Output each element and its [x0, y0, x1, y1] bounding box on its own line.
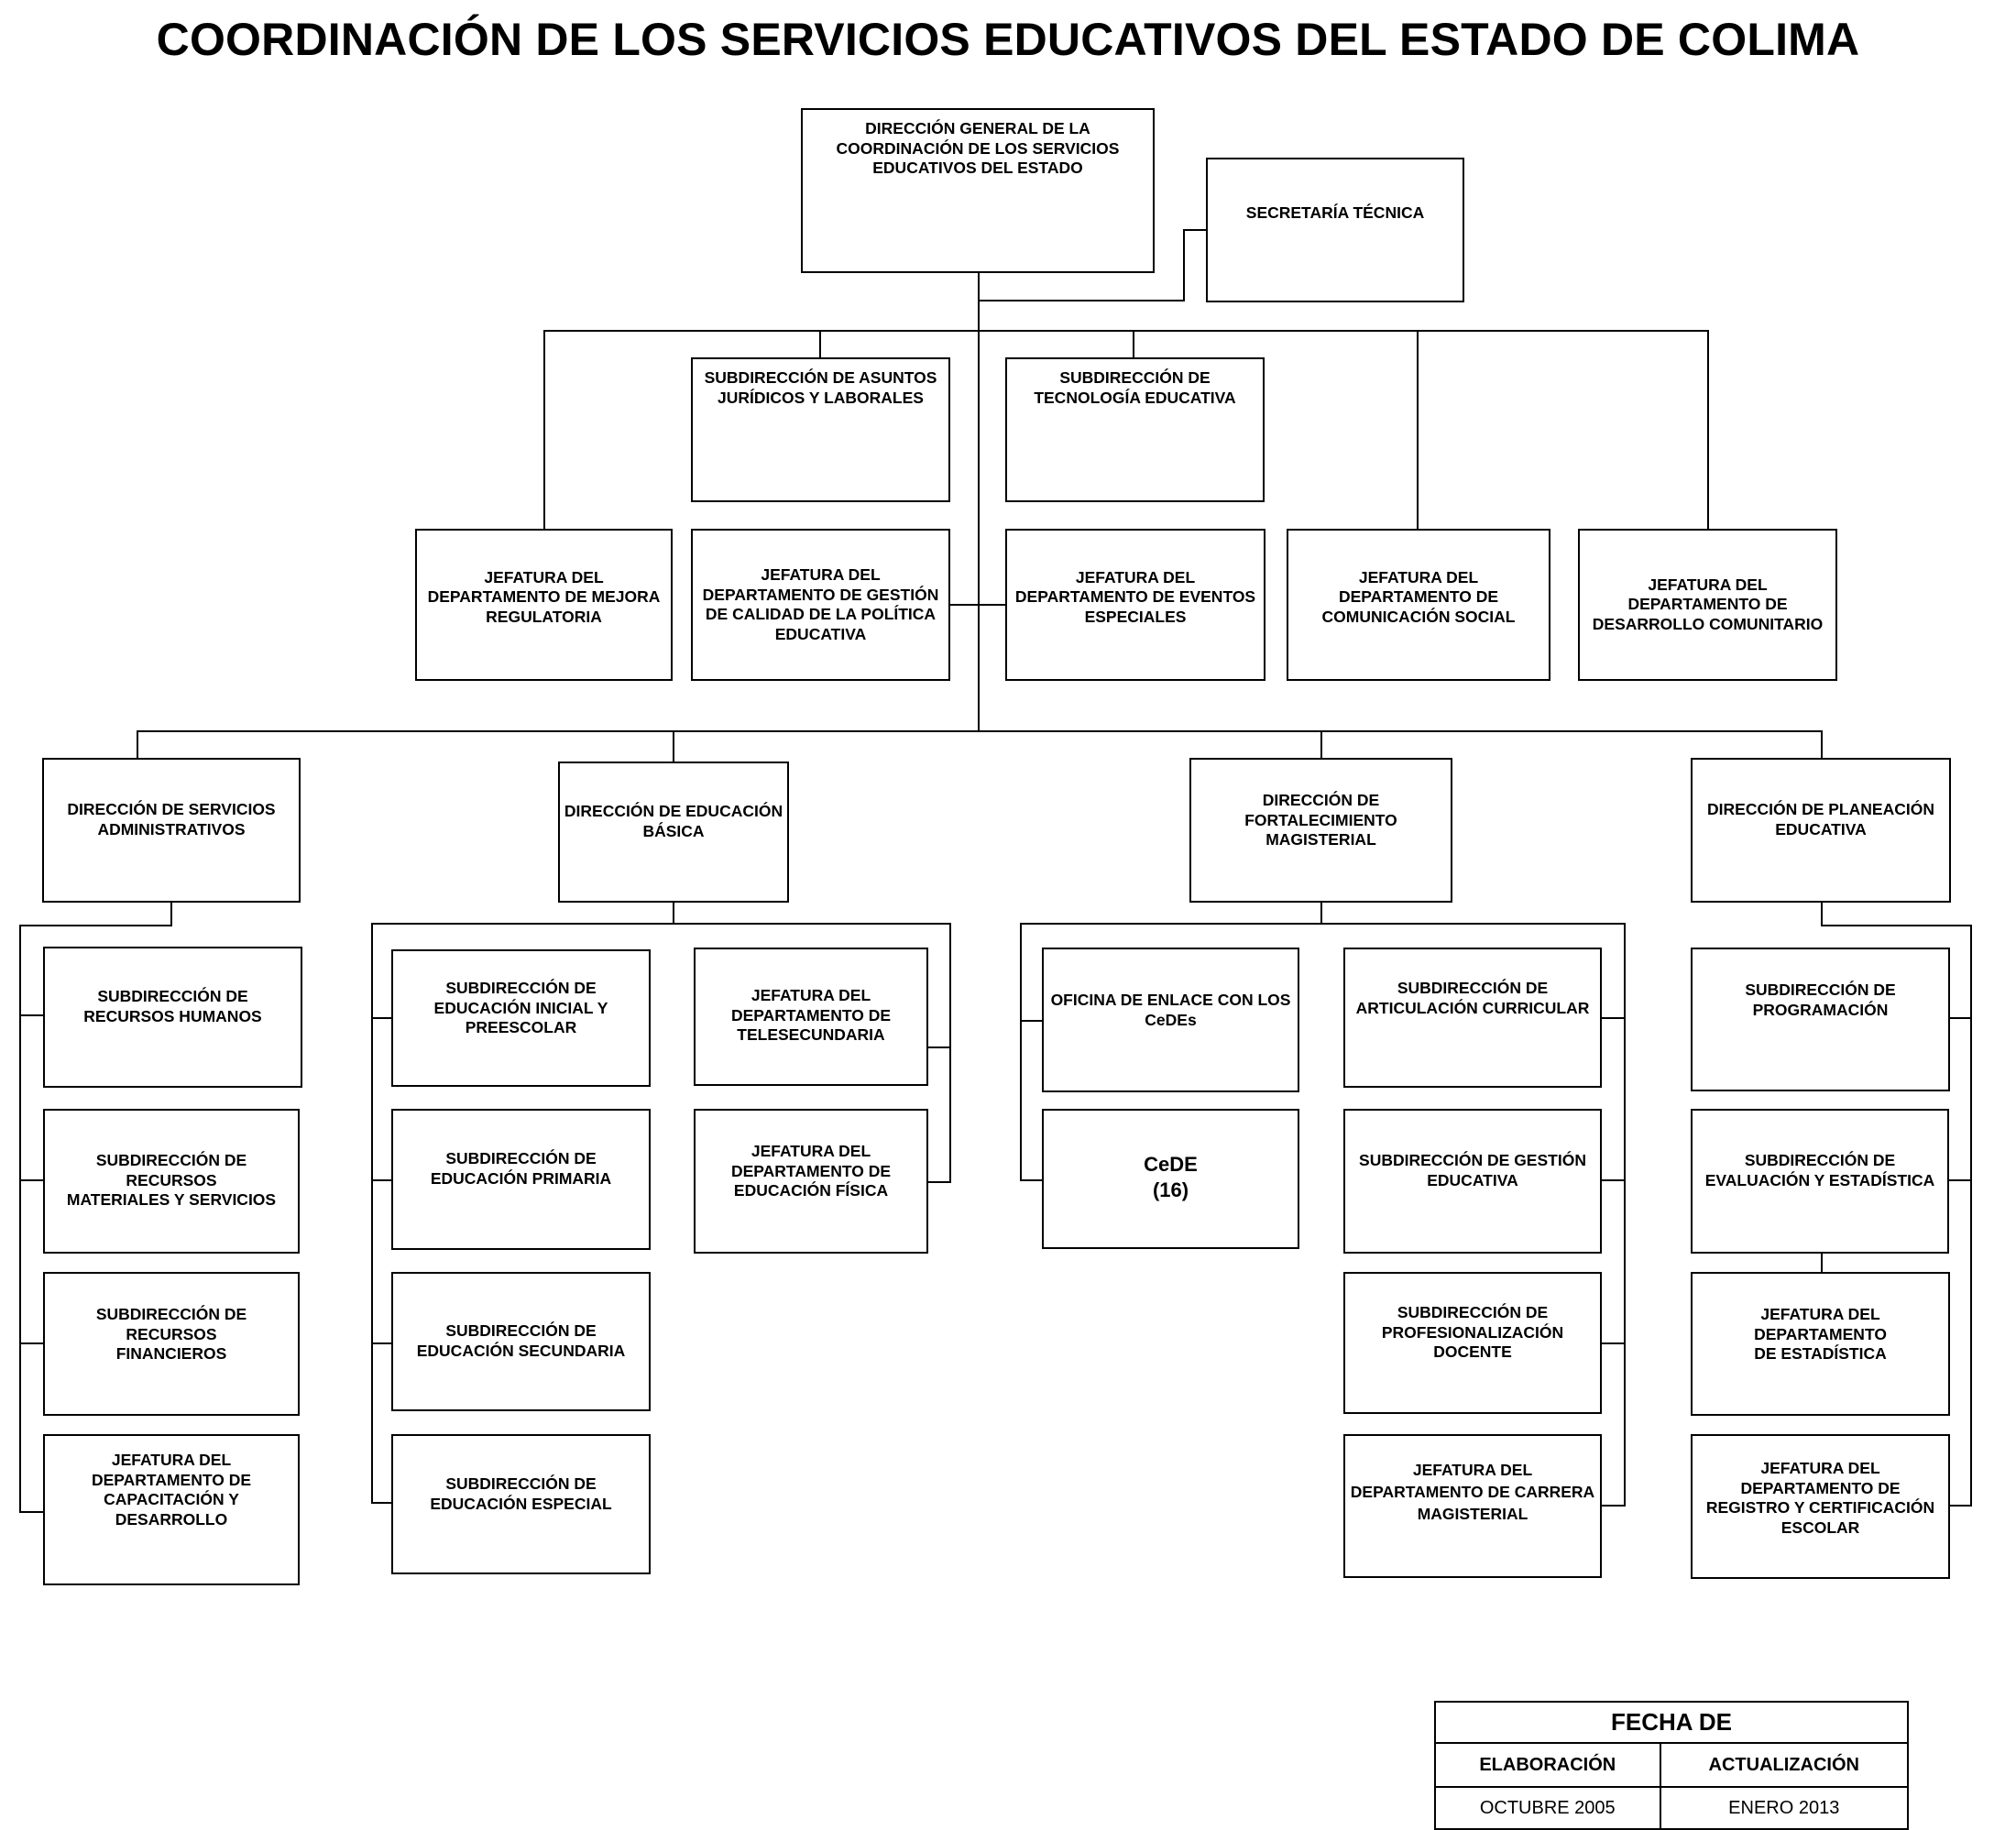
- node-direccion-fortalecimiento-magisterial-label: DIRECCIÓN DE FORTALECIMIENTO MAGISTERIAL: [1244, 791, 1397, 849]
- node-direccion-educacion-basica: DIRECCIÓN DE EDUCACIÓN BÁSICA: [558, 762, 789, 903]
- date-table-val-elaboracion: OCTUBRE 2005: [1434, 1786, 1661, 1830]
- node-subdireccion-recursos-financieros: SUBDIRECCIÓN DE RECURSOS FINANCIEROS: [43, 1272, 300, 1416]
- node-cede-label: CeDE (16): [1144, 1153, 1198, 1201]
- node-subdireccion-tecnologia-label: SUBDIRECCIÓN DE TECNOLOGÍA EDUCATIVA: [1034, 368, 1236, 407]
- date-table-col-actualizacion: ACTUALIZACIÓN: [1659, 1742, 1910, 1788]
- node-subdireccion-educacion-primaria-label: SUBDIRECCIÓN DE EDUCACIÓN PRIMARIA: [430, 1149, 612, 1188]
- node-subdireccion-educacion-especial-label: SUBDIRECCIÓN DE EDUCACIÓN ESPECIAL: [430, 1474, 612, 1513]
- node-subdireccion-educacion-secundaria: SUBDIRECCIÓN DE EDUCACIÓN SECUNDARIA: [391, 1272, 651, 1411]
- node-subdireccion-recursos-humanos: SUBDIRECCIÓN DE RECURSOS HUMANOS: [43, 947, 302, 1088]
- node-secretaria-tecnica: SECRETARÍA TÉCNICA: [1206, 158, 1464, 302]
- node-jefatura-estadistica-label: JEFATURA DEL DEPARTAMENTO DE ESTADÍSTICA: [1754, 1305, 1887, 1363]
- node-direccion-fortalecimiento-magisterial: DIRECCIÓN DE FORTALECIMIENTO MAGISTERIAL: [1189, 758, 1452, 903]
- node-jefatura-eventos-especiales-label: JEFATURA DEL DEPARTAMENTO DE EVENTOS ESP…: [1014, 567, 1256, 626]
- page-title: COORDINACIÓN DE LOS SERVICIOS EDUCATIVOS…: [156, 14, 1860, 65]
- node-direccion-planeacion-educativa-label: DIRECCIÓN DE PLANEACIÓN EDUCATIVA: [1707, 800, 1934, 838]
- node-subdireccion-juridicos: SUBDIRECCIÓN DE ASUNTOS JURÍDICOS Y LABO…: [691, 357, 950, 502]
- node-jefatura-telesecundaria-label: JEFATURA DEL DEPARTAMENTO DE TELESECUNDA…: [730, 986, 892, 1044]
- node-subdireccion-evaluacion-estadistica-label: SUBDIRECCIÓN DE EVALUACIÓN Y ESTADÍSTICA: [1704, 1151, 1935, 1189]
- date-table: FECHA DE ELABORACIÓN ACTUALIZACIÓN OCTUB…: [1434, 1701, 1910, 1830]
- date-table-val-actualizacion: ENERO 2013: [1659, 1786, 1910, 1830]
- node-jefatura-desarrollo-comunitario-label: JEFATURA DEL DEPARTAMENTO DE DESARROLLO …: [1592, 575, 1824, 633]
- node-direccion-planeacion-educativa: DIRECCIÓN DE PLANEACIÓN EDUCATIVA: [1691, 758, 1951, 903]
- node-oficina-enlace-cedes-label: OFICINA DE ENLACE CON LOS CeDEs: [1050, 991, 1291, 1029]
- date-table-col-elaboracion: ELABORACIÓN: [1434, 1742, 1661, 1788]
- node-jefatura-carrera-magisterial-label: JEFATURA DEL DEPARTAMENTO DE CARRERA MAG…: [1350, 1461, 1595, 1523]
- node-direccion-servicios-administrativos: DIRECCIÓN DE SERVICIOS ADMINISTRATIVOS: [42, 758, 301, 903]
- node-subdireccion-recursos-financieros-label: SUBDIRECCIÓN DE RECURSOS FINANCIEROS: [95, 1305, 247, 1363]
- node-jefatura-comunicacion-social-label: JEFATURA DEL DEPARTAMENTO DE COMUNICACIÓ…: [1321, 567, 1516, 626]
- node-subdireccion-profesionalizacion-docente: SUBDIRECCIÓN DE PROFESIONALIZACIÓN DOCEN…: [1343, 1272, 1602, 1414]
- node-cede: CeDE (16): [1042, 1109, 1299, 1249]
- node-subdireccion-articulacion-curricular: SUBDIRECCIÓN DE ARTICULACIÓN CURRICULAR: [1343, 948, 1602, 1088]
- node-subdireccion-evaluacion-estadistica: SUBDIRECCIÓN DE EVALUACIÓN Y ESTADÍSTICA: [1691, 1109, 1949, 1254]
- node-subdireccion-educacion-primaria: SUBDIRECCIÓN DE EDUCACIÓN PRIMARIA: [391, 1109, 651, 1250]
- node-subdireccion-recursos-materiales: SUBDIRECCIÓN DE RECURSOS MATERIALES Y SE…: [43, 1109, 300, 1254]
- node-subdireccion-recursos-materiales-label: SUBDIRECCIÓN DE RECURSOS MATERIALES Y SE…: [66, 1151, 277, 1209]
- node-subdireccion-educacion-especial: SUBDIRECCIÓN DE EDUCACIÓN ESPECIAL: [391, 1434, 651, 1574]
- node-jefatura-gestion-calidad: JEFATURA DEL DEPARTAMENTO DE GESTIÓN DE …: [691, 529, 950, 681]
- node-direccion-general-label: DIRECCIÓN GENERAL DE LA COORDINACIÓN DE …: [836, 119, 1120, 177]
- node-subdireccion-juridicos-label: SUBDIRECCIÓN DE ASUNTOS JURÍDICOS Y LABO…: [704, 368, 937, 407]
- node-oficina-enlace-cedes: OFICINA DE ENLACE CON LOS CeDEs: [1042, 948, 1299, 1092]
- node-subdireccion-recursos-humanos-label: SUBDIRECCIÓN DE RECURSOS HUMANOS: [83, 987, 262, 1025]
- node-subdireccion-educacion-inicial-label: SUBDIRECCIÓN DE EDUCACIÓN INICIAL Y PREE…: [433, 979, 608, 1036]
- node-secretaria-tecnica-label: SECRETARÍA TÉCNICA: [1245, 203, 1425, 223]
- node-jefatura-telesecundaria: JEFATURA DEL DEPARTAMENTO DE TELESECUNDA…: [694, 948, 928, 1086]
- node-subdireccion-gestion-educativa: SUBDIRECCIÓN DE GESTIÓN EDUCATIVA: [1343, 1109, 1602, 1254]
- node-jefatura-capacitacion-desarrollo-label: JEFATURA DEL DEPARTAMENTO DE CAPACITACIÓ…: [91, 1451, 252, 1529]
- node-subdireccion-educacion-secundaria-label: SUBDIRECCIÓN DE EDUCACIÓN SECUNDARIA: [416, 1321, 626, 1360]
- node-subdireccion-tecnologia: SUBDIRECCIÓN DE TECNOLOGÍA EDUCATIVA: [1005, 357, 1265, 502]
- node-jefatura-capacitacion-desarrollo: JEFATURA DEL DEPARTAMENTO DE CAPACITACIÓ…: [43, 1434, 300, 1585]
- node-jefatura-comunicacion-social: JEFATURA DEL DEPARTAMENTO DE COMUNICACIÓ…: [1287, 529, 1550, 681]
- node-jefatura-carrera-magisterial: JEFATURA DEL DEPARTAMENTO DE CARRERA MAG…: [1343, 1434, 1602, 1578]
- node-jefatura-educacion-fisica: JEFATURA DEL DEPARTAMENTO DE EDUCACIÓN F…: [694, 1109, 928, 1254]
- node-subdireccion-gestion-educativa-label: SUBDIRECCIÓN DE GESTIÓN EDUCATIVA: [1359, 1151, 1586, 1189]
- node-jefatura-registro-certificacion: JEFATURA DEL DEPARTAMENTO DE REGISTRO Y …: [1691, 1434, 1950, 1579]
- node-subdireccion-educacion-inicial: SUBDIRECCIÓN DE EDUCACIÓN INICIAL Y PREE…: [391, 949, 651, 1087]
- node-jefatura-registro-certificacion-label: JEFATURA DEL DEPARTAMENTO DE REGISTRO Y …: [1705, 1459, 1935, 1537]
- node-subdireccion-programacion: SUBDIRECCIÓN DE PROGRAMACIÓN: [1691, 948, 1950, 1091]
- node-jefatura-estadistica: JEFATURA DEL DEPARTAMENTO DE ESTADÍSTICA: [1691, 1272, 1950, 1416]
- node-jefatura-desarrollo-comunitario: JEFATURA DEL DEPARTAMENTO DE DESARROLLO …: [1578, 529, 1837, 681]
- node-subdireccion-programacion-label: SUBDIRECCIÓN DE PROGRAMACIÓN: [1745, 981, 1896, 1019]
- node-subdireccion-articulacion-curricular-label: SUBDIRECCIÓN DE ARTICULACIÓN CURRICULAR: [1355, 979, 1590, 1017]
- node-jefatura-mejora-regulatoria: JEFATURA DEL DEPARTAMENTO DE MEJORA REGU…: [415, 529, 673, 681]
- node-direccion-servicios-administrativos-label: DIRECCIÓN DE SERVICIOS ADMINISTRATIVOS: [67, 800, 276, 838]
- node-subdireccion-profesionalizacion-docente-label: SUBDIRECCIÓN DE PROFESIONALIZACIÓN DOCEN…: [1381, 1303, 1564, 1361]
- node-jefatura-gestion-calidad-label: JEFATURA DEL DEPARTAMENTO DE GESTIÓN DE …: [702, 565, 939, 643]
- node-jefatura-mejora-regulatoria-label: JEFATURA DEL DEPARTAMENTO DE MEJORA REGU…: [427, 567, 661, 626]
- node-direccion-general: DIRECCIÓN GENERAL DE LA COORDINACIÓN DE …: [801, 108, 1155, 273]
- node-jefatura-educacion-fisica-label: JEFATURA DEL DEPARTAMENTO DE EDUCACIÓN F…: [730, 1142, 892, 1200]
- node-jefatura-eventos-especiales: JEFATURA DEL DEPARTAMENTO DE EVENTOS ESP…: [1005, 529, 1265, 681]
- date-table-header: FECHA DE: [1434, 1701, 1909, 1744]
- node-direccion-educacion-basica-label: DIRECCIÓN DE EDUCACIÓN BÁSICA: [564, 802, 783, 840]
